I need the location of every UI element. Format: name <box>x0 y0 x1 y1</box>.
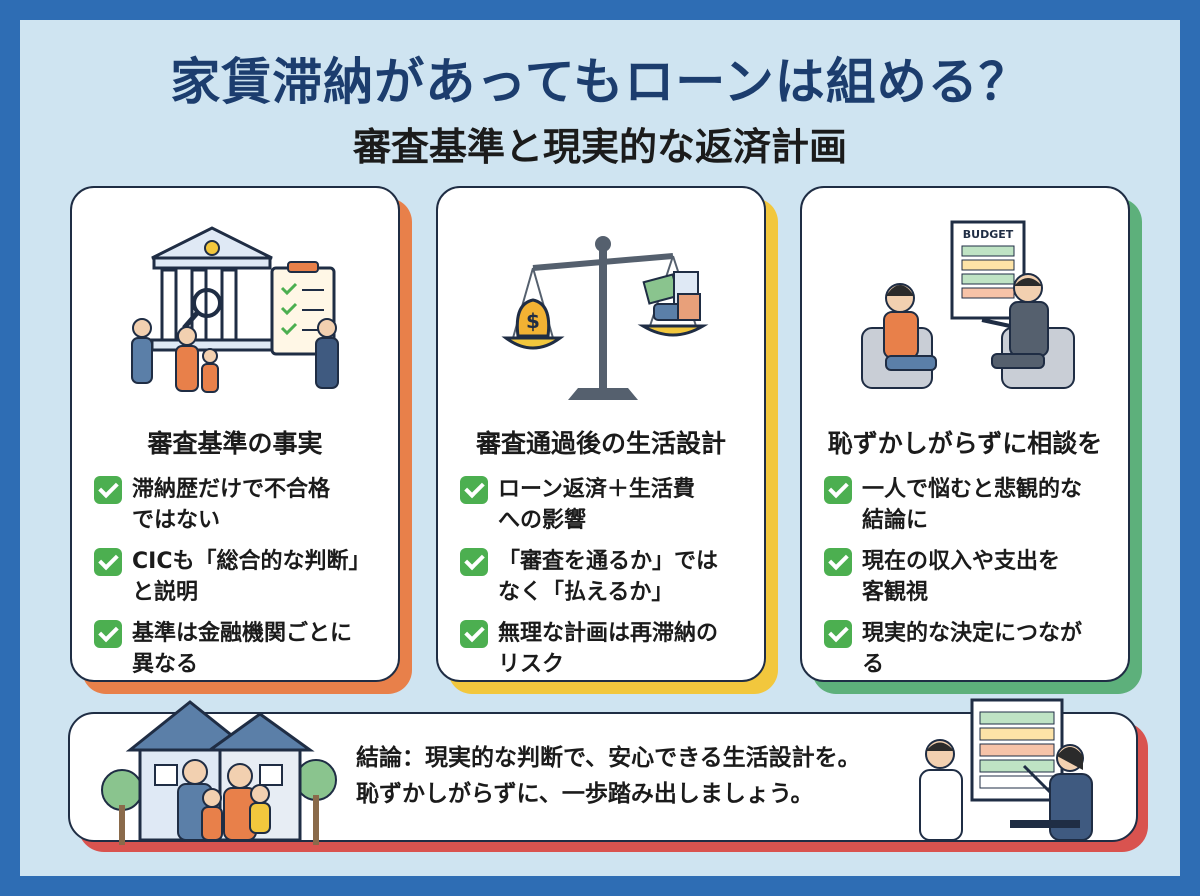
list-item: 基準は金融機関ごとに 異なる <box>94 618 389 680</box>
item-text: 現実的な決定につなが る <box>862 621 1083 677</box>
page-title: 家賃滞納があってもローンは組める？ <box>170 53 1030 111</box>
card-post-screening-plan: $ 審査通過後の生活設計 ローン返済＋生活費 への影響 「審査を通るか」では な… <box>436 186 778 694</box>
card-body: BUDGET 恥ずかしがらずに相談を 一人で悩むと悲観的な 結論に 現在の収入や… <box>800 186 1130 682</box>
advisors-icon <box>919 698 1093 841</box>
dollar-symbol: $ <box>526 309 540 333</box>
list-item: 一人で悩むと悲観的な 結論に <box>824 474 1119 536</box>
conclusion-text: 結論：現実的な判断で、安心できる生活設計を。 恥ずかしがらずに、一歩踏み出しまし… <box>356 740 976 812</box>
card-heading: 審査基準の事実 <box>147 429 323 458</box>
check-icon <box>460 548 488 576</box>
card-body: $ 審査通過後の生活設計 ローン返済＋生活費 への影響 「審査を通るか」では な… <box>436 186 766 682</box>
item-text: 一人で悩むと悲観的な 結論に <box>862 477 1083 533</box>
item-text: 基準は金融機関ごとに 異なる <box>132 621 353 677</box>
card-screening-facts: 審査基準の事実 滞納歴だけで不合格 ではない CICも「総合的な判断」 と説明 … <box>70 186 412 694</box>
consultation-icon: BUDGET <box>861 220 1075 389</box>
balance-scale-icon: $ <box>501 236 709 400</box>
check-icon <box>824 620 852 648</box>
family-house-icon <box>101 700 337 845</box>
checklist: 滞納歴だけで不合格 ではない CICも「総合的な判断」 と説明 基準は金融機関ご… <box>94 474 389 690</box>
card-heading: 審査通過後の生活設計 <box>475 429 726 458</box>
bank-checklist-icon <box>131 226 339 393</box>
budget-label: BUDGET <box>963 228 1014 241</box>
card-heading: 恥ずかしがらずに相談を <box>827 429 1103 458</box>
item-text: 現在の収入や支出を 客観視 <box>862 549 1061 605</box>
check-icon <box>460 620 488 648</box>
list-item: ローン返済＋生活費 への影響 <box>460 474 755 536</box>
page-subtitle: 審査基準と現実的な返済計画 <box>352 125 847 169</box>
list-item: 滞納歴だけで不合格 ではない <box>94 474 389 536</box>
checklist: ローン返済＋生活費 への影響 「審査を通るか」では なく「払えるか」 無理な計画… <box>460 474 755 690</box>
list-item: 無理な計画は再滞納の リスク <box>460 618 755 680</box>
check-icon <box>824 548 852 576</box>
item-text: 滞納歴だけで不合格 ではない <box>132 477 331 533</box>
check-icon <box>824 476 852 504</box>
check-icon <box>94 476 122 504</box>
card-consultation: BUDGET 恥ずかしがらずに相談を 一人で悩むと悲観的な 結論に 現在の収入や… <box>800 186 1142 694</box>
item-text: ローン返済＋生活費 への影響 <box>498 477 695 533</box>
check-icon <box>94 548 122 576</box>
list-item: CICも「総合的な判断」 と説明 <box>94 546 389 608</box>
item-text: 無理な計画は再滞納の リスク <box>498 621 719 677</box>
conclusion-line: 恥ずかしがらずに、一歩踏み出しましょう。 <box>356 781 814 807</box>
card-body: 審査基準の事実 滞納歴だけで不合格 ではない CICも「総合的な判断」 と説明 … <box>70 186 400 682</box>
conclusion-line: 結論：現実的な判断で、安心できる生活設計を。 <box>356 745 861 771</box>
checklist: 一人で悩むと悲観的な 結論に 現在の収入や支出を 客観視 現実的な決定につなが … <box>824 474 1119 690</box>
item-text: CICも「総合的な判断」 と説明 <box>132 549 371 605</box>
list-item: 現実的な決定につなが る <box>824 618 1119 680</box>
check-icon <box>94 620 122 648</box>
check-icon <box>460 476 488 504</box>
list-item: 現在の収入や支出を 客観視 <box>824 546 1119 608</box>
list-item: 「審査を通るか」では なく「払えるか」 <box>460 546 755 608</box>
item-text: 「審査を通るか」では なく「払えるか」 <box>498 549 719 605</box>
